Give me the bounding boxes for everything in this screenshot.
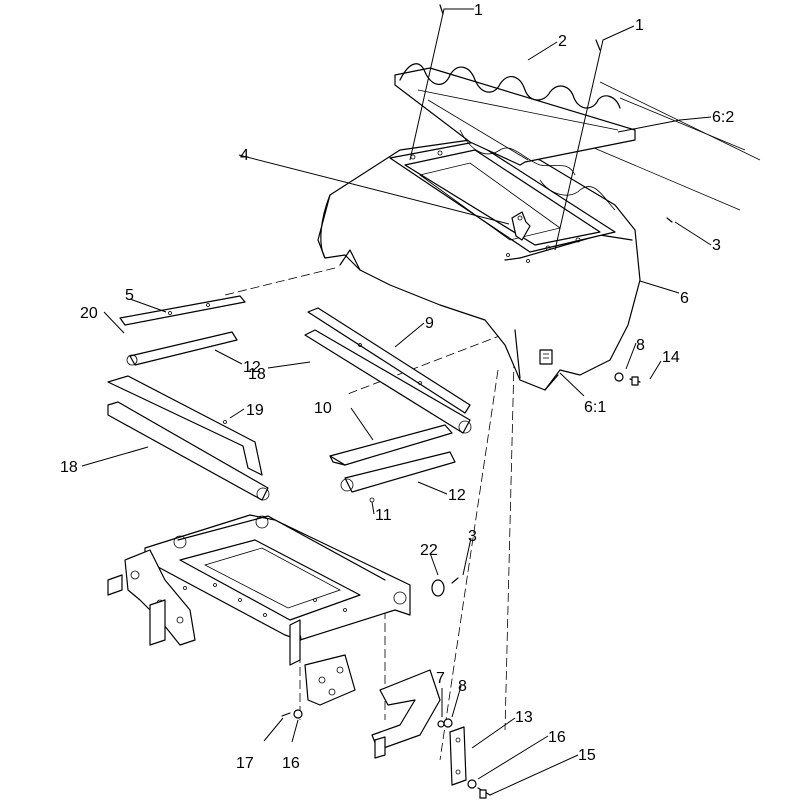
callout-17: 17 <box>236 755 254 772</box>
shroud-body <box>317 139 641 391</box>
leader-lines <box>81 8 712 796</box>
right-strips <box>304 307 472 503</box>
callout-16: 16 <box>282 755 300 772</box>
hardware <box>281 372 641 799</box>
callout-10: 10 <box>314 400 332 417</box>
callout-18: 18 <box>248 366 266 383</box>
callout-6-1: 6:1 <box>584 399 606 416</box>
seat-frame <box>107 514 441 759</box>
callout-12: 12 <box>243 359 261 376</box>
callout-11: 11 <box>375 507 392 524</box>
callout-3: 3 <box>468 528 477 545</box>
callout-5: 5 <box>125 287 134 304</box>
callout-15: 15 <box>578 747 596 764</box>
callout-1: 1 <box>635 17 644 34</box>
callout-8: 8 <box>636 337 645 354</box>
callout-19: 19 <box>246 402 264 419</box>
callout-16: 16 <box>548 729 566 746</box>
pins <box>439 4 673 223</box>
callout-22: 22 <box>420 542 438 559</box>
callout-6: 6 <box>680 290 689 307</box>
callout-18: 18 <box>60 459 78 476</box>
callout-14: 14 <box>662 349 680 366</box>
callout-12: 12 <box>448 487 466 504</box>
callout-20: 20 <box>80 305 98 322</box>
callout-3: 3 <box>712 237 721 254</box>
callout-4: 4 <box>240 147 249 164</box>
callout-8: 8 <box>458 678 467 695</box>
callout-9: 9 <box>425 315 434 332</box>
callout-6-2: 6:2 <box>712 109 734 126</box>
callout-13: 13 <box>515 709 533 726</box>
left-strips <box>107 295 270 501</box>
callout-7: 7 <box>436 670 445 687</box>
callout-2: 2 <box>558 33 567 50</box>
seat-cover <box>394 63 636 211</box>
callout-1: 1 <box>474 2 483 19</box>
callout-labels: 1 1 2 6:2 4 3 6 5 20 9 12 18 8 14 19 6:1… <box>60 2 734 772</box>
